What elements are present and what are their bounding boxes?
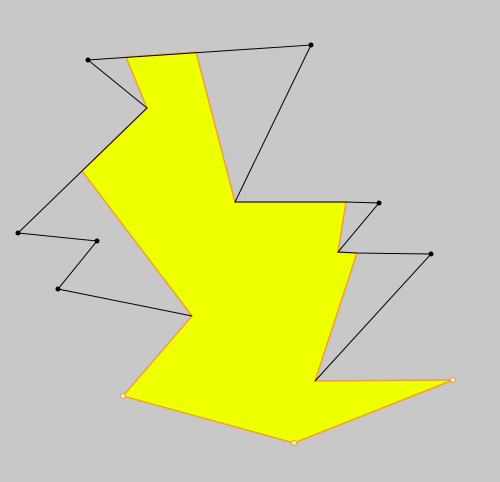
vertex-point [120, 393, 126, 399]
vertex-point [94, 238, 100, 244]
vertex-point [376, 200, 382, 206]
vertex-point [55, 286, 61, 292]
vertex-point [15, 230, 21, 236]
vertex-point [291, 440, 297, 446]
vertex-point [85, 57, 91, 63]
vertex-point [428, 251, 434, 257]
orange-vertices [120, 377, 456, 446]
vertex-point [308, 42, 314, 48]
vertex-point [450, 377, 456, 383]
black-vertices [15, 42, 434, 292]
